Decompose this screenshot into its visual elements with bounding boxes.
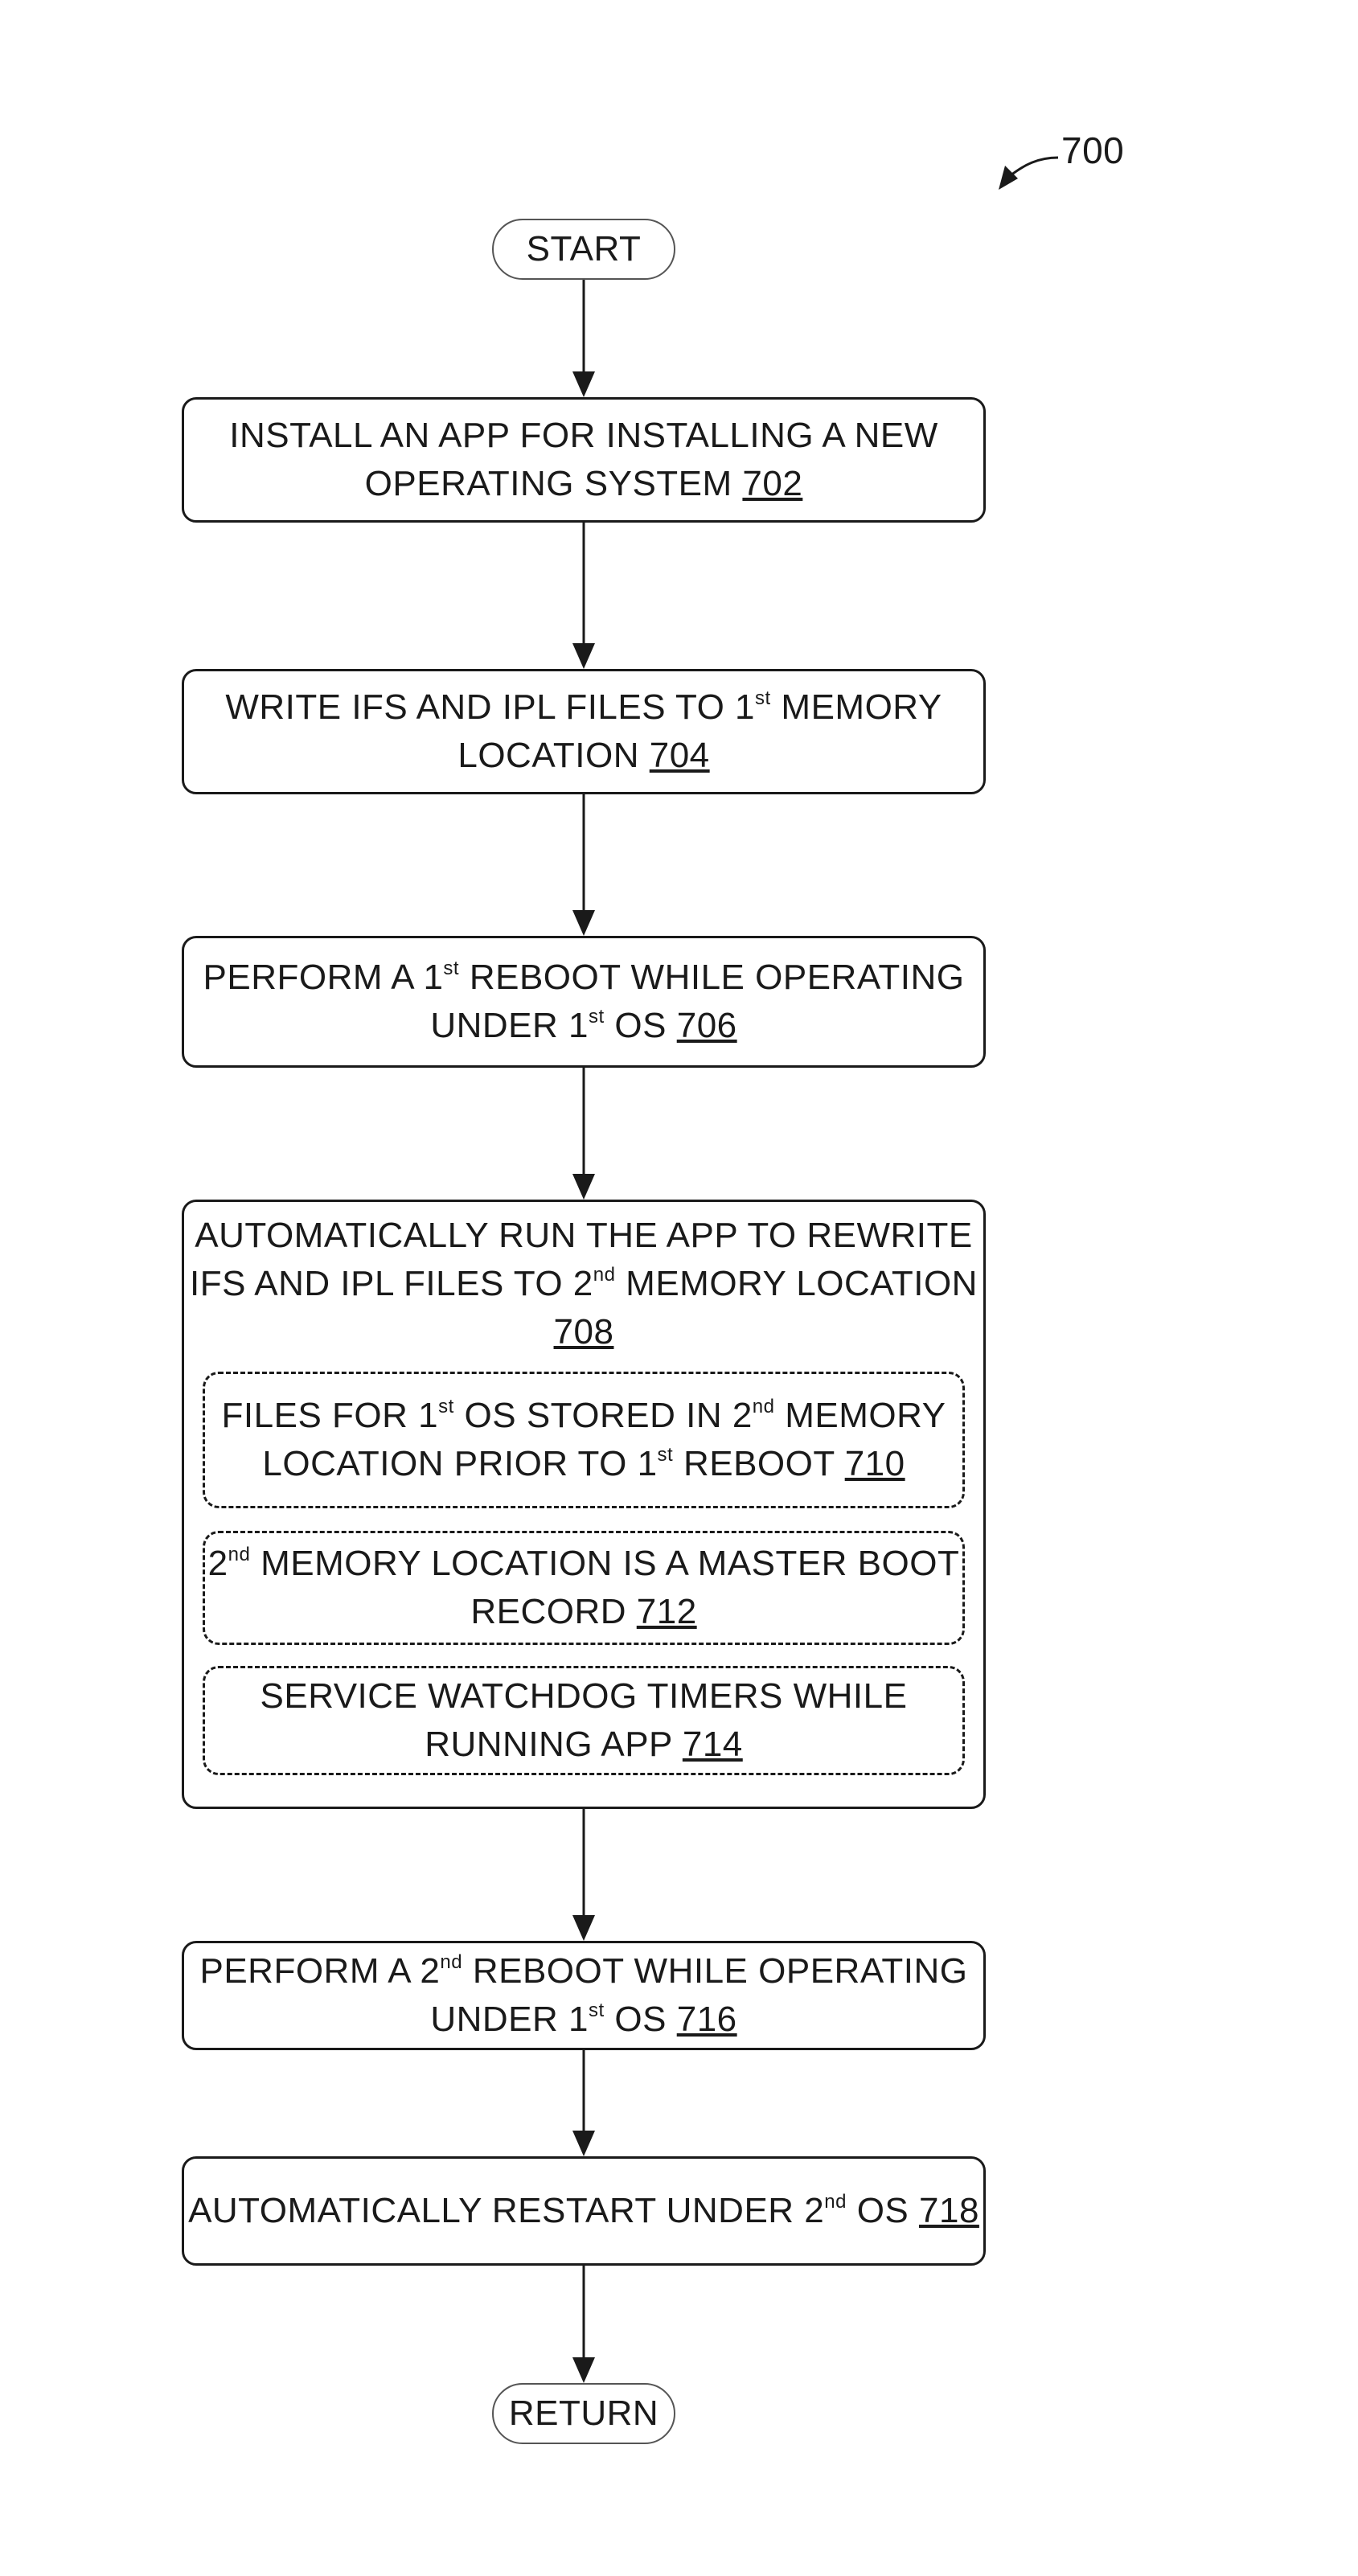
step-704-write-files: WRITE IFS AND IPL FILES TO 1st MEMORY LO… [182,669,986,794]
arrowhead-718 [572,2131,595,2156]
substep-710-ref: 710 [845,1444,905,1483]
arrowhead-708 [572,1174,595,1200]
step-716-second-reboot: PERFORM A 2nd REBOOT WHILE OPERATING UND… [182,1941,986,2050]
substep-712-line1: 2nd MEMORY LOCATION IS A MASTER BOOT [208,1540,960,1588]
step-716-line2: UNDER 1st OS 716 [430,1996,736,2044]
step-704-line2: LOCATION 704 [457,732,709,780]
step-706-first-reboot: PERFORM A 1st REBOOT WHILE OPERATING UND… [182,936,986,1068]
return-label: RETURN [509,2389,658,2438]
substep-714-line2: RUNNING APP 714 [425,1721,743,1769]
step-702-line2: OPERATING SYSTEM 702 [365,460,803,508]
substep-712-ref: 712 [637,1592,697,1631]
step-716-ref: 716 [677,2000,737,2039]
arrowhead-706 [572,910,595,936]
arrowhead-704 [572,643,595,669]
figure-reference-number: 700 [1061,129,1124,172]
step-704-ref: 704 [650,736,710,775]
start-label: START [527,225,642,273]
arrowhead-return [572,2357,595,2383]
step-702-line1: INSTALL AN APP FOR INSTALLING A NEW [229,412,937,460]
arrowhead-702 [572,371,595,397]
step-706-line1: PERFORM A 1st REBOOT WHILE OPERATING [203,954,965,1002]
arrowhead-716 [572,1915,595,1941]
substep-712-master-boot-record: 2nd MEMORY LOCATION IS A MASTER BOOT REC… [203,1531,965,1645]
step-708-line2: IFS AND IPL FILES TO 2nd MEMORY LOCATION [190,1260,978,1308]
figure-ref-arrowhead [999,166,1018,190]
start-terminal: START [492,219,675,280]
substep-712-line2: RECORD 712 [470,1588,696,1636]
step-704-line1: WRITE IFS AND IPL FILES TO 1st MEMORY [225,683,942,732]
substep-710-line1: FILES FOR 1st OS STORED IN 2nd MEMORY [222,1392,946,1440]
step-718-restart: AUTOMATICALLY RESTART UNDER 2nd OS 718 [182,2156,986,2266]
step-706-line2: UNDER 1st OS 706 [430,1002,736,1050]
substep-710-files-stored: FILES FOR 1st OS STORED IN 2nd MEMORY LO… [203,1372,965,1508]
step-716-line1: PERFORM A 2nd REBOOT WHILE OPERATING [199,1947,967,1996]
step-718-line1: AUTOMATICALLY RESTART UNDER 2nd OS 718 [188,2187,979,2235]
substep-710-line2: LOCATION PRIOR TO 1st REBOOT 710 [262,1440,905,1488]
step-706-ref: 706 [677,1006,737,1045]
step-702-install-app: INSTALL AN APP FOR INSTALLING A NEW OPER… [182,397,986,523]
step-702-ref: 702 [742,464,802,503]
step-708-ref: 708 [554,1308,614,1356]
substep-714-watchdog-timers: SERVICE WATCHDOG TIMERS WHILE RUNNING AP… [203,1666,965,1775]
substep-714-line1: SERVICE WATCHDOG TIMERS WHILE [261,1672,908,1721]
step-718-ref: 718 [919,2191,979,2230]
return-terminal: RETURN [492,2383,675,2444]
substep-714-ref: 714 [683,1725,743,1764]
step-708-line1: AUTOMATICALLY RUN THE APP TO REWRITE [195,1212,972,1260]
